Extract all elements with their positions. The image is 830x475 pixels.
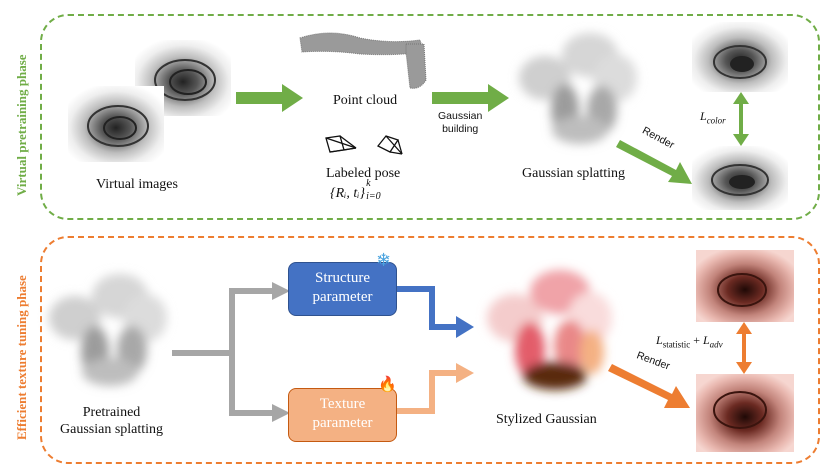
gaussian-splatting-label: Gaussian splatting <box>522 166 626 181</box>
gaussian-building-label: Gaussian building <box>438 110 483 135</box>
loss-statistic-adv-label: Lstatistic + Ladv <box>656 333 723 350</box>
gaussian-splatting-blobs <box>519 33 637 144</box>
point-cloud-label: Point cloud <box>333 93 398 108</box>
stylized-gaussian-label: Stylized Gaussian <box>496 412 597 427</box>
stylized-gaussian-blobs <box>487 270 612 390</box>
render-arrow-top <box>616 140 692 184</box>
loss-color-double-arrow <box>733 92 749 146</box>
arrow-images-to-pointcloud <box>236 84 303 112</box>
virtual-images-label: Virtual images <box>96 177 178 192</box>
structure-line1: Structure <box>315 270 370 286</box>
point-cloud-shape <box>299 32 427 89</box>
structure-parameter-box: Structure parameter <box>288 262 397 316</box>
loss-adv-double-arrow <box>736 322 752 374</box>
rendered-image-bottom <box>692 146 788 210</box>
rendered-real-image-top <box>696 250 794 322</box>
pretrained-gaussian-blobs <box>49 274 167 386</box>
loss-color-label: Lcolor <box>700 109 726 126</box>
rendered-image-top <box>692 22 788 92</box>
rendered-real-image-bottom <box>696 374 794 452</box>
arrow-pointcloud-to-gaussian <box>432 84 509 112</box>
texture-parameter-box: Texture parameter <box>288 388 397 442</box>
texture-line1: Texture <box>319 396 366 412</box>
snowflake-icon: ❄ <box>376 250 392 271</box>
branch-arrows <box>172 282 290 422</box>
structure-to-stylized-arrow <box>396 286 474 338</box>
render-arrow-bottom <box>608 364 690 408</box>
labeled-pose-label: Labeled pose <box>326 166 401 181</box>
structure-line2: parameter <box>312 289 373 305</box>
camera-pose-icon-1 <box>325 135 357 153</box>
virtual-pretraining-phase-box <box>40 14 820 220</box>
texture-line2: parameter <box>312 415 373 431</box>
texture-to-stylized-arrow <box>396 363 474 414</box>
virtual-image-front <box>68 86 164 162</box>
texture-tuning-phase-box <box>40 236 820 464</box>
pretrained-gaussian-label: Pretrained Gaussian splatting <box>60 405 164 437</box>
fire-icon: 🔥 <box>378 375 397 393</box>
camera-pose-icon-2 <box>376 135 403 155</box>
